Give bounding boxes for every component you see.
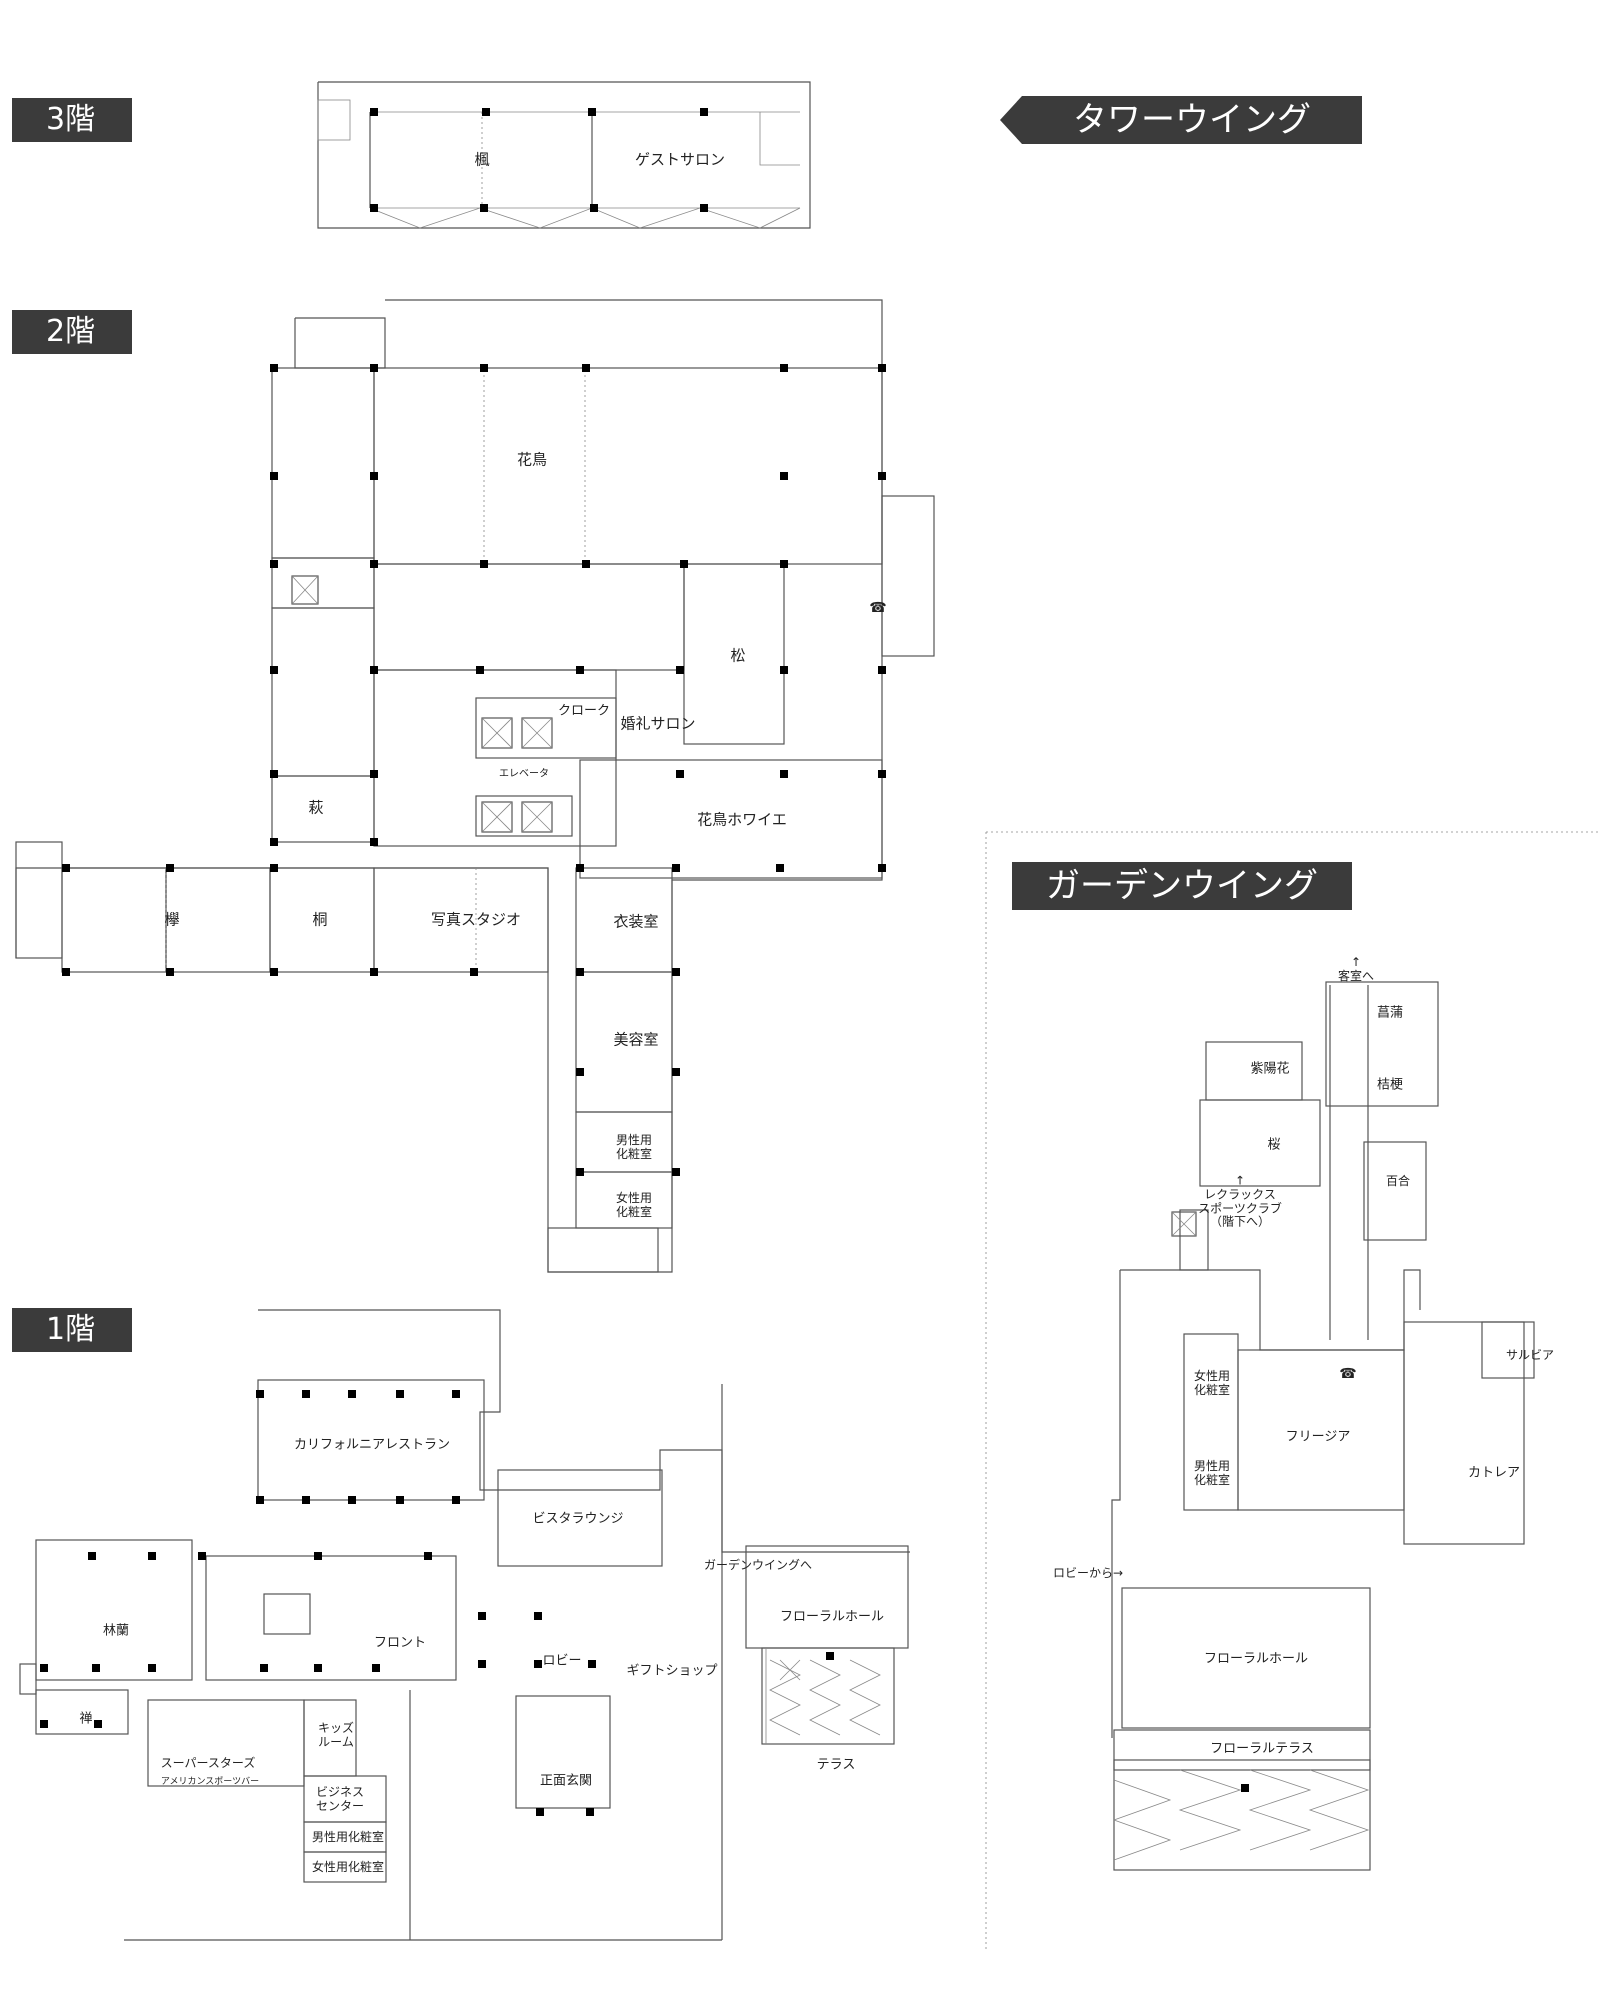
room-women-powder-garden: 女性用 化粧室 (1193, 1369, 1231, 1397)
floor3-plan (317, 81, 811, 229)
room-entrance: 正面玄関 (539, 1773, 593, 1789)
room-men-powder-2f: 男性用 化粧室 (615, 1133, 653, 1161)
room-photo-studio: 写真スタジオ (430, 910, 522, 929)
room-superstars: スーパースターズ (160, 1756, 256, 1771)
room-hagi: 萩 (308, 798, 324, 817)
label-sports-club: ↑ レクラックス スポーツクラブ （階下へ） (1198, 1173, 1282, 1229)
room-guest-salon: ゲストサロン (634, 150, 726, 169)
room-kids: キッズ ルーム (317, 1721, 355, 1749)
room-men-powder-1f: 男性用化粧室 (311, 1830, 385, 1845)
room-kikyo: 桔梗 (1376, 1077, 1404, 1093)
room-terrace: テラス (816, 1757, 856, 1773)
room-floral-terrace: フローラルテラス (1210, 1741, 1314, 1757)
room-yuri: 百合 (1385, 1174, 1411, 1189)
floor-tag-2f: 2階 (12, 310, 132, 354)
floor2-plan (15, 299, 935, 1273)
room-superstars-sub: アメリカンスポーツバー (160, 1776, 260, 1787)
phone-icon: ☎ (1339, 1366, 1357, 1382)
room-kacho-foyer: 花鳥ホワイエ (697, 810, 787, 829)
room-women-powder-2f: 女性用 化粧室 (615, 1191, 653, 1219)
room-wedding-salon: 婚礼サロン (620, 714, 696, 733)
phone-icon: ☎ (869, 600, 887, 616)
label-from-lobby: ロビーから→ (1052, 1566, 1124, 1581)
room-matsu: 松 (730, 646, 746, 665)
room-zen: 禅 (79, 1711, 93, 1727)
columns (40, 108, 1249, 1816)
room-floral-hall-1f: フローラルホール (779, 1609, 885, 1625)
room-front: フロント (373, 1635, 427, 1651)
room-men-powder-garden: 男性用 化粧室 (1193, 1459, 1231, 1487)
floor1-plan (19, 1309, 910, 1941)
room-lobby: ロビー (542, 1653, 582, 1669)
room-rinran: 林蘭 (102, 1623, 130, 1639)
floor-tag-3f: 3階 (12, 98, 132, 142)
room-gift-shop: ギフトショップ (626, 1663, 718, 1679)
floor-tag-1f: 1階 (12, 1308, 132, 1352)
label-to-garden: ガーデンウイングへ (703, 1558, 813, 1573)
room-elevator: エレベータ (499, 768, 549, 780)
room-women-powder-1f: 女性用化粧室 (311, 1860, 385, 1875)
room-kiri: 桐 (312, 910, 328, 929)
room-cattleya: カトレア (1467, 1465, 1521, 1481)
room-cloak: クローク (557, 703, 611, 719)
room-beauty: 美容室 (613, 1030, 659, 1049)
room-california: カリフォルニアレストラン (293, 1437, 451, 1453)
room-ayame: 菖蒲 (1376, 1005, 1404, 1021)
room-costume: 衣装室 (613, 912, 659, 931)
room-salvia: サルビア (1505, 1348, 1555, 1363)
room-floral-hall-garden: フローラルホール (1203, 1651, 1309, 1667)
terrace-hatch (765, 1648, 881, 1744)
room-freesia: フリージア (1285, 1429, 1351, 1445)
room-vista: ビスタラウンジ (532, 1511, 624, 1527)
room-business-center: ビジネス センター (315, 1785, 365, 1813)
room-kacho: 花鳥 (516, 450, 548, 469)
label-to-rooms: ↑ 客室へ (1337, 955, 1375, 983)
room-keyaki: 欅 (164, 910, 180, 929)
wing-tag-tower: タワーウイング (1000, 96, 1362, 144)
room-ajisai: 紫陽花 (1250, 1061, 1290, 1077)
room-kaede: 楓 (474, 150, 490, 169)
garden-wing-plan (985, 831, 1600, 1950)
room-sakura: 桜 (1267, 1137, 1281, 1153)
wing-tag-garden: ガーデンウイング (1012, 862, 1352, 910)
